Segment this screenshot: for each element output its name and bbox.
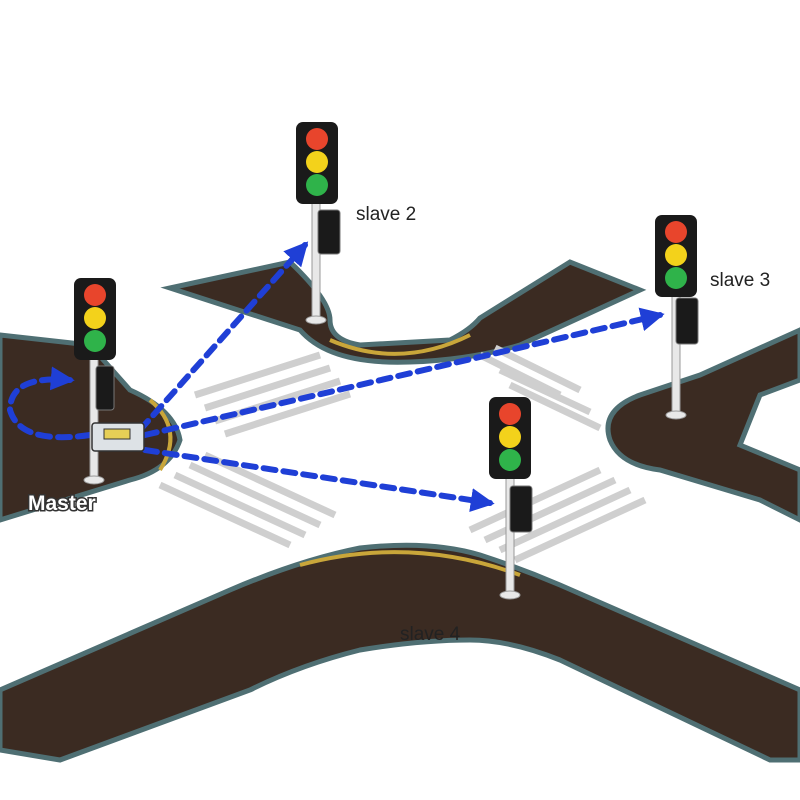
master-push-button-icon [95, 365, 115, 411]
slave4-label: slave 4 [400, 624, 461, 645]
master-pole-base [83, 475, 105, 485]
slave4-push-button-icon [509, 485, 533, 533]
slave2-pole-base [305, 315, 327, 325]
slave2-signal[interactable] [296, 122, 341, 325]
curb-paint-left [148, 398, 173, 472]
master-green-lamp [84, 330, 106, 352]
slave2-red-lamp [306, 128, 328, 150]
signal-arrows [6, 241, 665, 512]
slave2-label: slave 2 [356, 204, 416, 225]
slave3-yellow-lamp [665, 244, 687, 266]
slave3-label: slave 3 [710, 270, 770, 291]
slave3-red-lamp [665, 221, 687, 243]
master-red-lamp [84, 284, 106, 306]
slave4-yellow-lamp [499, 426, 521, 448]
curb-paint-bottom [299, 550, 521, 577]
slave4-red-lamp [499, 403, 521, 425]
arrow-to-slave2 [137, 241, 309, 433]
slave3-pole-base [665, 410, 687, 420]
arrow-to-slave3 [142, 307, 665, 438]
master-label: Master [28, 492, 96, 515]
road-south [0, 542, 800, 763]
slave3-push-button-icon [675, 297, 699, 345]
slave4-green-lamp [499, 449, 521, 471]
slave4-pole-base [499, 590, 521, 600]
crosswalk-northeast [478, 344, 602, 432]
controller-display-icon [103, 428, 131, 440]
slave2-yellow-lamp [306, 151, 328, 173]
slave2-push-button-icon [317, 209, 341, 255]
arrow-master-loop [6, 366, 93, 441]
slave4-signal[interactable] [489, 397, 533, 600]
arrow-to-slave4 [142, 447, 495, 512]
crosswalk-southeast [468, 466, 647, 564]
curb-paint-top [329, 333, 471, 356]
slave3-green-lamp [665, 267, 687, 289]
slave2-green-lamp [306, 174, 328, 196]
road-east [605, 327, 800, 523]
master-yellow-lamp [84, 307, 106, 329]
master-signal[interactable] [74, 278, 145, 485]
slave3-signal[interactable] [655, 215, 699, 420]
road-top-middle [160, 259, 647, 365]
